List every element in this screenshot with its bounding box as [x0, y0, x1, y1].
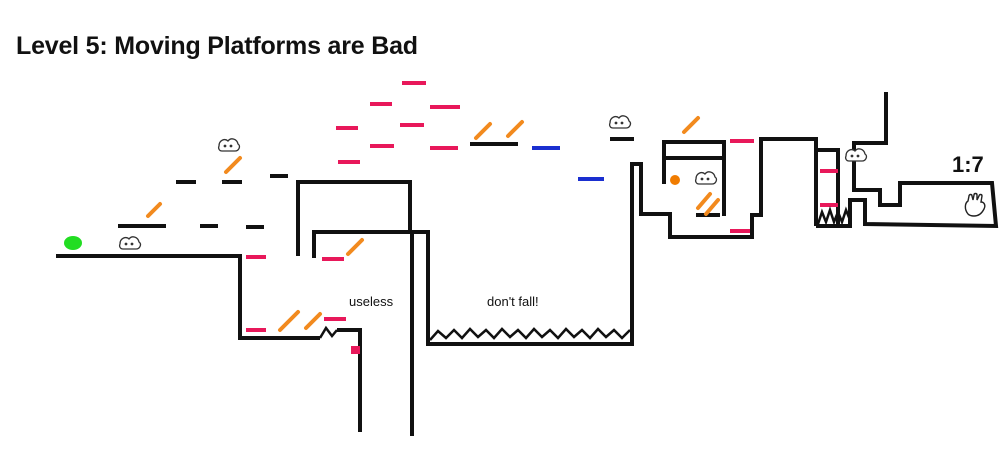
spike-pit	[429, 327, 631, 341]
bounce-pad	[696, 192, 712, 210]
spikes	[318, 206, 852, 341]
enemy-creature-icon	[694, 171, 718, 185]
terrain-middle-block	[296, 180, 412, 258]
bounce-pad	[146, 202, 162, 218]
note-useless: useless	[349, 294, 394, 309]
enemy-creature-icon	[217, 138, 241, 152]
note-dont-fall: don't fall!	[487, 294, 539, 309]
terrain-right-pocket	[816, 148, 840, 226]
bounce-pads	[146, 116, 720, 332]
goal-hand-icon	[964, 192, 986, 217]
spike-pocket	[816, 206, 852, 226]
bounce-pad	[704, 198, 720, 216]
terrain-pit	[412, 137, 818, 346]
bounce-pad	[682, 116, 700, 134]
enemy-creature-icon	[844, 148, 868, 162]
terrain-shaft-left	[337, 328, 362, 432]
danger-platforms	[246, 81, 838, 332]
terrain	[56, 92, 999, 436]
moving-platforms	[532, 146, 604, 181]
bounce-pad	[224, 156, 242, 174]
enemy-creature-icon	[118, 236, 142, 250]
bounce-pad	[474, 122, 492, 140]
bounce-pad	[506, 120, 524, 138]
enemy-creature-icon	[608, 115, 632, 129]
enemies	[118, 115, 868, 250]
timer: 1:7	[952, 152, 984, 177]
terrain-cage	[662, 140, 726, 216]
collectible-orb-icon	[670, 175, 680, 185]
bounce-pad	[278, 310, 300, 332]
spike-ledge	[318, 325, 338, 339]
terrain-left	[56, 254, 320, 340]
spike-block	[351, 346, 360, 354]
player-blob-icon	[64, 236, 82, 250]
bounce-pad	[304, 312, 322, 330]
bounce-pad	[346, 238, 364, 256]
level-title: Level 5: Moving Platforms are Bad	[16, 32, 418, 60]
ledges	[118, 137, 720, 229]
